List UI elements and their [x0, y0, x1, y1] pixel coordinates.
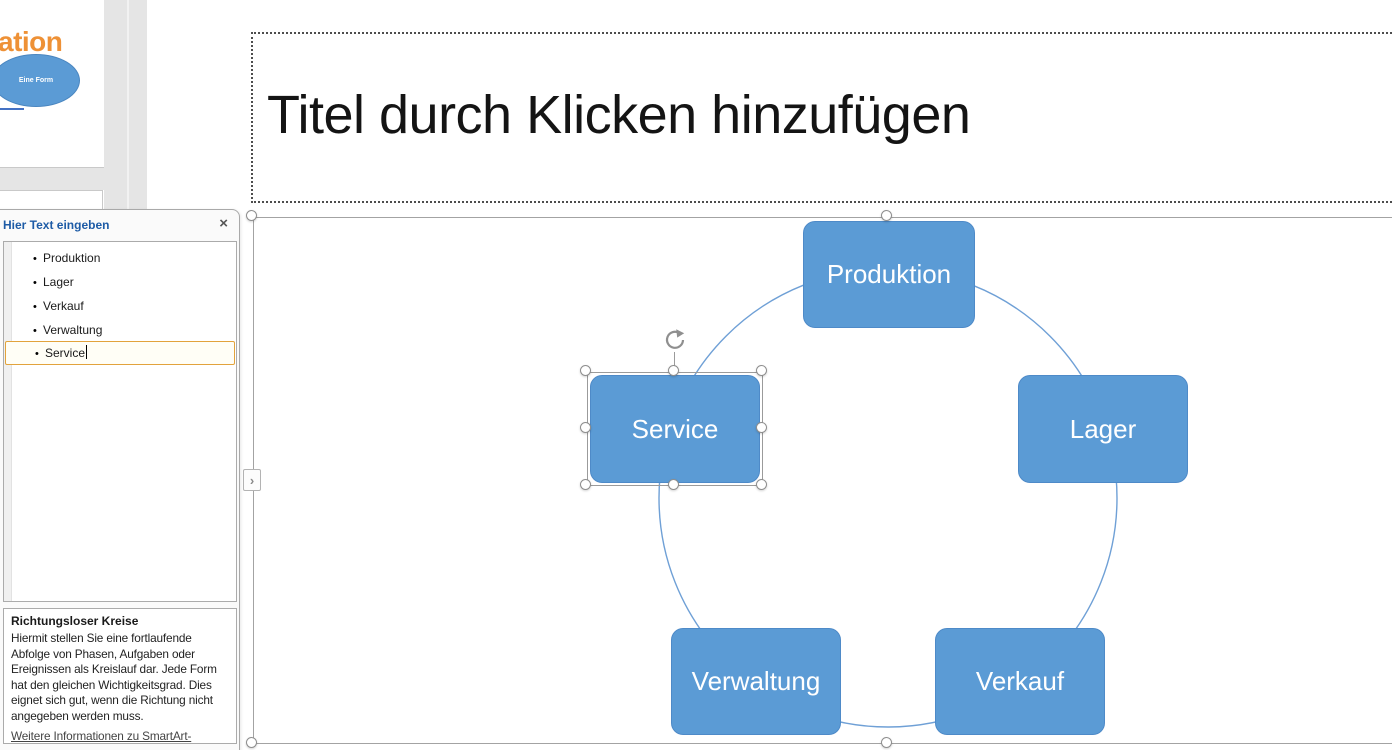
bullet-icon: • [33, 301, 37, 313]
thumbnail-ellipse-shape: Eine Form [0, 54, 80, 107]
bullet-icon: • [33, 253, 37, 265]
resize-handle-se[interactable] [756, 479, 767, 490]
text-pane-header: Hier Text eingeben × [0, 210, 239, 240]
smartart-node-verwaltung[interactable]: Verwaltung [671, 628, 841, 735]
list-item-service-selected[interactable]: • Service [5, 341, 235, 365]
rotate-handle-icon[interactable] [663, 328, 687, 352]
close-icon[interactable]: × [219, 215, 228, 232]
service-selection-rect [587, 372, 763, 486]
thumbnail-title-text: ation [0, 26, 63, 57]
list-item-label: Verwaltung [43, 323, 103, 337]
slide-title-placeholder[interactable]: Titel durch Klicken hinzufügen [251, 32, 1392, 203]
slide-thumbnail-1[interactable]: ation Eine Form [0, 0, 104, 168]
smartart-node-verkauf[interactable]: Verkauf [935, 628, 1105, 735]
bullet-icon: • [35, 348, 39, 360]
resize-handle-n[interactable] [668, 365, 679, 376]
chevron-right-icon: › [249, 472, 255, 488]
text-caret [86, 345, 88, 359]
text-pane-list: •Produktion •Lager •Verkauf •Verwaltung … [3, 241, 237, 602]
smartart-text-pane: Hier Text eingeben × •Produktion •Lager … [0, 209, 240, 750]
resize-handle-sw[interactable] [580, 479, 591, 490]
frame-resize-handle-top-center[interactable] [881, 210, 892, 221]
list-item-label: Lager [43, 275, 74, 289]
node-label: Verkauf [975, 666, 1065, 696]
resize-handle-e[interactable] [756, 422, 767, 433]
bullet-icon: • [33, 325, 37, 337]
list-gutter [4, 242, 12, 601]
smartart-node-produktion[interactable]: Produktion [803, 221, 975, 328]
thumbnail-shape-label: Eine Form [18, 77, 54, 84]
layout-description-box: Richtungsloser Kreise Hiermit stellen Si… [3, 608, 237, 744]
thumbnail-panel-gap [0, 168, 104, 190]
text-pane-title: Hier Text eingeben [3, 218, 110, 232]
list-item-lager[interactable]: • Lager [4, 270, 236, 294]
smartart-node-lager[interactable]: Lager [1018, 375, 1188, 483]
resize-handle-nw[interactable] [580, 365, 591, 376]
list-item-label: Service [45, 346, 86, 360]
frame-resize-handle-bottom-left[interactable] [246, 737, 257, 748]
thumbnail-underline [0, 108, 24, 110]
resize-handle-w[interactable] [580, 422, 591, 433]
bullet-icon: • [33, 277, 37, 289]
text-pane-toggle-button[interactable]: › [243, 469, 261, 491]
frame-resize-handle-bottom-center[interactable] [881, 737, 892, 748]
list-item-label: Produktion [43, 251, 101, 265]
node-label: Lager [1069, 413, 1137, 444]
list-item-verkauf[interactable]: • Verkauf [4, 294, 236, 318]
resize-handle-s[interactable] [668, 479, 679, 490]
layout-description-text: Hiermit stellen Sie eine fortlaufende Ab… [11, 631, 217, 723]
list-item-produktion[interactable]: • Produktion [4, 246, 236, 270]
layout-name: Richtungsloser Kreise [11, 614, 139, 628]
title-placeholder-text: Titel durch Klicken hinzufügen [267, 85, 971, 145]
resize-handle-ne[interactable] [756, 365, 767, 376]
list-item-label: Verkauf [43, 299, 84, 313]
smartart-info-link[interactable]: Weitere Informationen zu SmartArt-Grafik… [11, 729, 192, 743]
node-label: Verwaltung [691, 666, 821, 696]
frame-resize-handle-top-left[interactable] [246, 210, 257, 221]
list-item-verwaltung[interactable]: • Verwaltung [4, 318, 236, 342]
node-label: Produktion [826, 259, 952, 289]
